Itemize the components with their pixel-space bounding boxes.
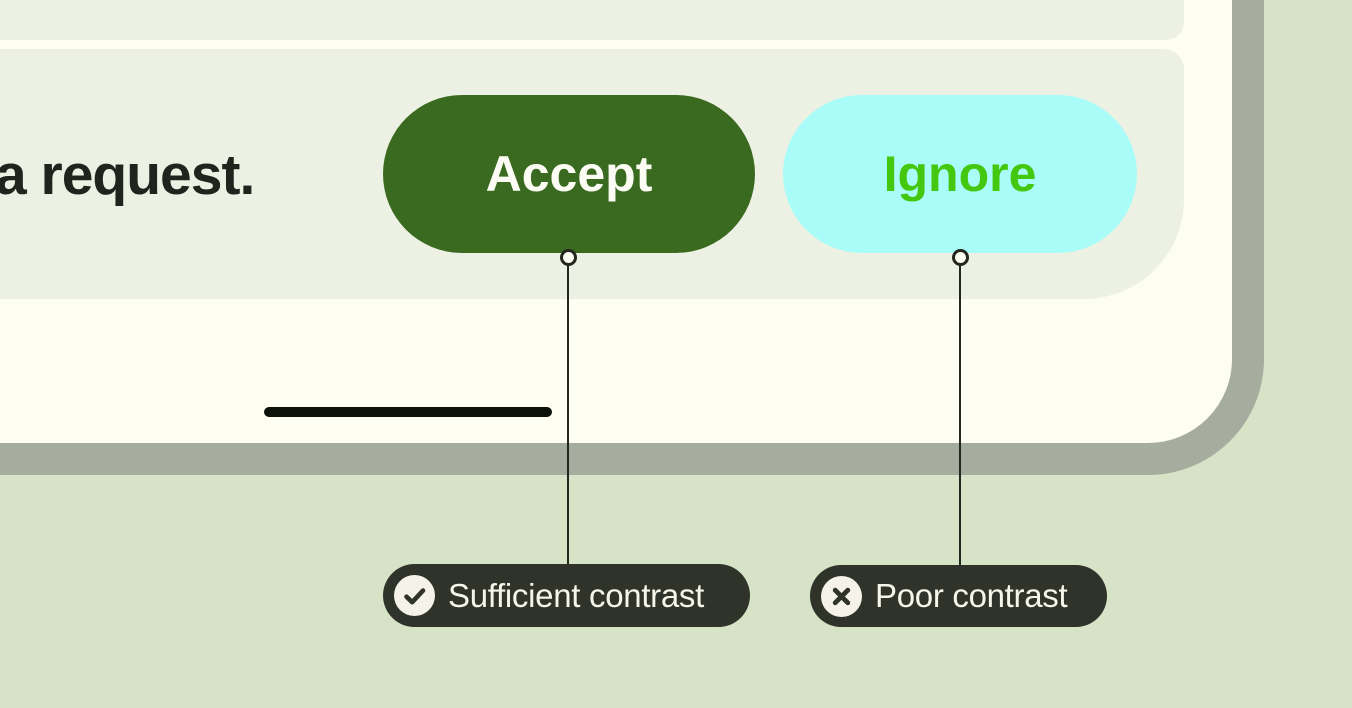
x-circle-icon xyxy=(821,575,862,617)
check-circle-icon xyxy=(394,575,435,616)
poor-contrast-label: Poor contrast xyxy=(875,577,1068,614)
message-text: a request. xyxy=(0,143,255,207)
connector-line-ignore xyxy=(959,262,961,566)
sufficient-contrast-label: Sufficient contrast xyxy=(448,576,704,614)
connector-line-accept xyxy=(567,262,569,565)
gesture-handle-bar[interactable] xyxy=(264,407,552,417)
connector-anchor-ignore xyxy=(952,249,969,266)
poor-contrast-callout: Poor contrast xyxy=(810,565,1107,627)
sufficient-contrast-callout: Sufficient contrast xyxy=(383,564,750,627)
ignore-button[interactable]: Ignore xyxy=(783,95,1137,253)
accept-button[interactable]: Accept xyxy=(383,95,755,253)
chat-card-top xyxy=(0,0,1184,40)
connector-anchor-accept xyxy=(560,249,577,266)
